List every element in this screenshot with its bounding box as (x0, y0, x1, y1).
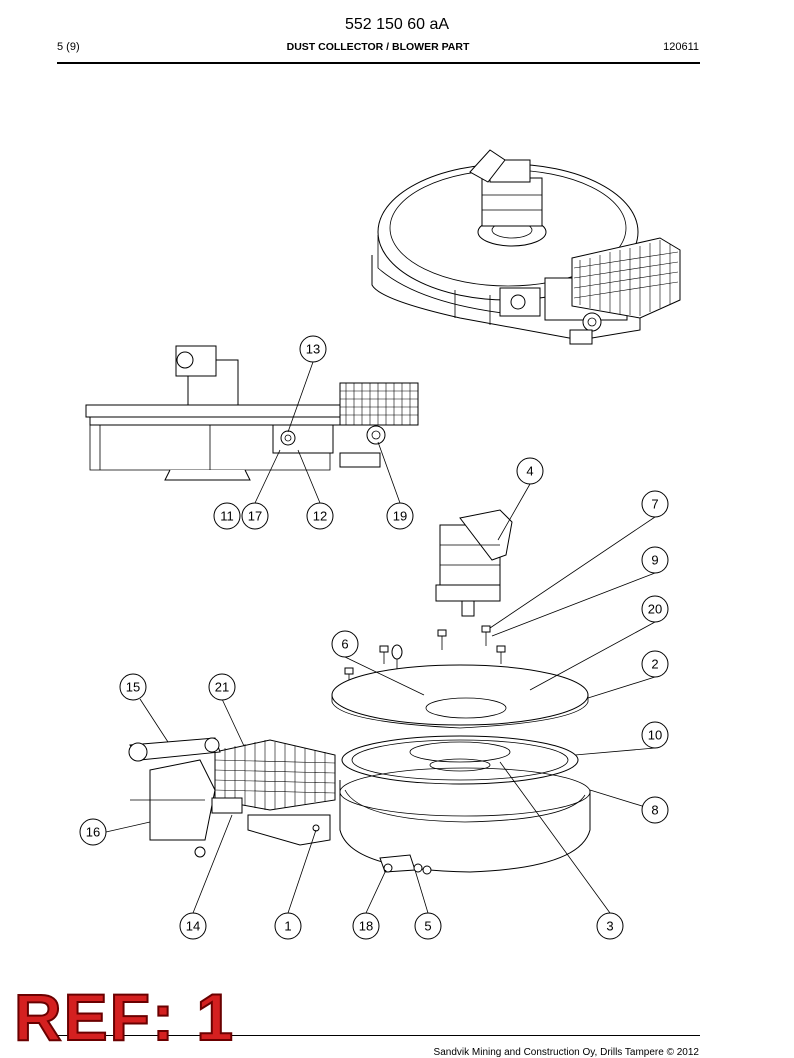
callout-3: 3 (596, 912, 624, 940)
svg-text:17: 17 (248, 509, 262, 524)
page-number: 5 (9) (57, 41, 80, 53)
svg-text:3: 3 (606, 919, 613, 934)
callout-20: 20 (641, 595, 669, 623)
callout-14: 14 (179, 912, 207, 940)
blower-housing (339, 767, 591, 875)
header-divider (57, 62, 700, 64)
callout-11: 11 (213, 502, 241, 530)
date-code: 120611 (663, 41, 699, 53)
svg-text:1: 1 (284, 919, 291, 934)
callout-16: 16 (79, 818, 107, 846)
document-number: 552 150 60 aA (344, 16, 450, 33)
svg-text:15: 15 (126, 680, 140, 695)
callout-7: 7 (641, 490, 669, 518)
callout-5: 5 (414, 912, 442, 940)
side-view (85, 345, 419, 481)
reference-watermark: REF: 1 (13, 980, 236, 1054)
callout-9: 9 (641, 546, 669, 574)
svg-text:11: 11 (220, 509, 234, 524)
svg-text:20: 20 (648, 602, 662, 617)
svg-text:12: 12 (313, 509, 327, 524)
callout-19: 19 (386, 502, 414, 530)
hydraulic-motor (435, 509, 513, 617)
callout-15: 15 (119, 673, 147, 701)
cover-plate (331, 664, 589, 729)
svg-text:2: 2 (651, 657, 658, 672)
callout-12: 12 (306, 502, 334, 530)
callout-10: 10 (641, 721, 669, 749)
svg-text:10: 10 (648, 728, 662, 743)
callout-13: 13 (299, 335, 327, 363)
assembled-view-iso (371, 149, 681, 345)
callout-6: 6 (331, 630, 359, 658)
svg-text:9: 9 (651, 553, 658, 568)
svg-text:14: 14 (186, 919, 200, 934)
svg-text:7: 7 (651, 497, 658, 512)
filter-grid (214, 739, 336, 846)
svg-text:4: 4 (526, 464, 533, 479)
callout-4: 4 (516, 457, 544, 485)
svg-text:13: 13 (306, 342, 320, 357)
impeller (341, 735, 579, 785)
inlet-assembly (128, 737, 243, 858)
callout-17: 17 (241, 502, 269, 530)
svg-text:19: 19 (393, 509, 407, 524)
svg-text:8: 8 (651, 803, 658, 818)
callout-21: 21 (208, 673, 236, 701)
svg-text:16: 16 (86, 825, 100, 840)
callout-8: 8 (641, 796, 669, 824)
leader-lines (105, 361, 656, 914)
callout-1: 1 (274, 912, 302, 940)
callout-2: 2 (641, 650, 669, 678)
callout-18: 18 (352, 912, 380, 940)
svg-text:18: 18 (359, 919, 373, 934)
svg-text:6: 6 (341, 637, 348, 652)
svg-text:21: 21 (215, 680, 229, 695)
page-title: DUST COLLECTOR / BLOWER PART (286, 41, 470, 53)
footer-divider (57, 1035, 700, 1036)
svg-text:5: 5 (424, 919, 431, 934)
